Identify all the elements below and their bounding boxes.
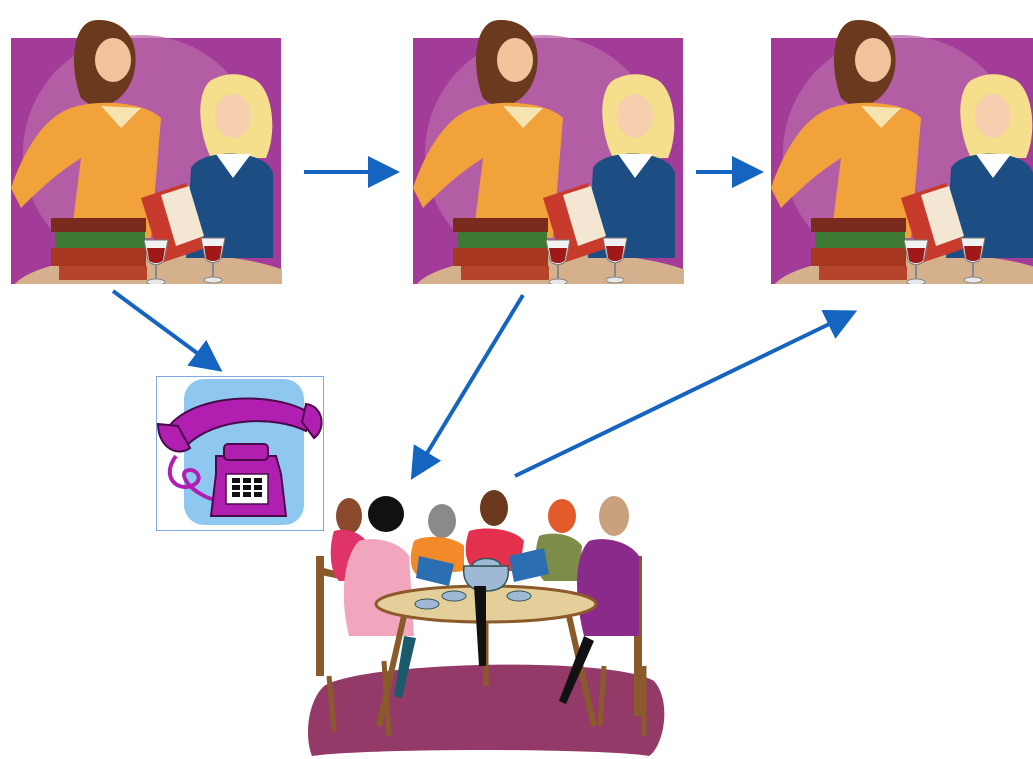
telephone-icon xyxy=(156,376,324,531)
arrow-group-to-reading3 xyxy=(514,310,858,478)
arrow-reading1-to-phone xyxy=(111,289,223,372)
book-club-meeting-illustration xyxy=(304,486,668,759)
arrow-reading2-to-group xyxy=(410,293,525,480)
